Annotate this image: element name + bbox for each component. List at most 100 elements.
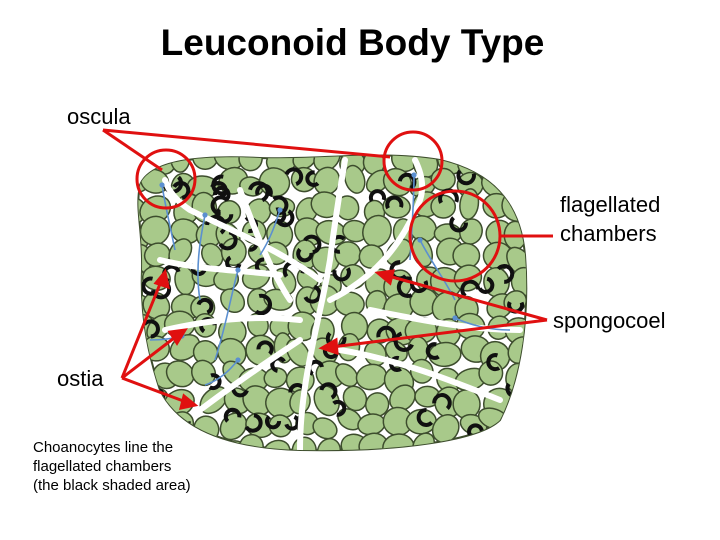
tissue-lobe <box>220 288 246 314</box>
tissue-lobe <box>342 385 368 412</box>
tissue-lobe <box>503 167 527 193</box>
choanocyte-chamber <box>275 208 295 228</box>
ostia-pointer-middle <box>121 333 179 380</box>
tissue-lobe <box>478 360 504 386</box>
water-flow-arrowhead <box>411 172 417 178</box>
canal <box>297 157 348 451</box>
choanocyte-chamber <box>255 183 273 202</box>
canal <box>337 347 503 403</box>
tissue-lobe <box>316 437 342 451</box>
choanocyte-chamber <box>456 165 476 186</box>
choanocyte-chamber <box>247 181 270 204</box>
tissue-lobe <box>165 360 195 388</box>
caption: Choanocytes line the flagellated chamber… <box>33 438 191 495</box>
spongocoel-pointer-upper <box>384 273 548 322</box>
tissue-lobe <box>344 164 366 194</box>
choanocyte-chamber <box>302 284 322 304</box>
spongocoel-arrowhead-lower <box>318 337 339 356</box>
oscula-circle-left <box>135 148 197 210</box>
tissue-lobe <box>268 414 293 438</box>
choanocyte-chamber <box>204 373 222 391</box>
ostia-pointer-upper <box>120 278 164 379</box>
choanocyte-chamber <box>250 293 273 316</box>
flagellated-label-line2: chambers <box>560 221 657 246</box>
spongocoel-label: spongocoel <box>553 308 666 333</box>
choanocyte-chamber <box>305 170 322 188</box>
flagellated-label-line1: flagellated <box>560 192 661 217</box>
water-flow-arrow <box>454 317 511 331</box>
choanocyte-chamber <box>416 408 436 427</box>
water-flow-arrow <box>197 214 206 301</box>
caption-line3: (the black shaded area) <box>33 477 191 494</box>
water-flow-arrowhead <box>277 207 283 213</box>
oscula-pointer-left <box>102 128 163 172</box>
flagellated-chambers-label: flagellated chambers <box>560 190 660 248</box>
tissue-lobe <box>313 155 341 172</box>
choanocyte-chamber <box>495 427 514 446</box>
tissue-lobe <box>335 363 359 388</box>
choanocyte-chamber <box>319 382 338 401</box>
sponge-body <box>137 154 528 452</box>
water-flow-arrow <box>214 269 239 361</box>
oscula-pointer-right <box>102 128 391 159</box>
tissue-lobe <box>507 336 527 364</box>
water-flow-arrow <box>161 184 176 251</box>
choanocyte-chamber <box>332 262 351 282</box>
water-flow-arrow <box>409 174 415 261</box>
choanocyte-chamber <box>210 195 231 216</box>
slide-title: Leuconoid Body Type <box>160 22 545 63</box>
water-flow-arrowhead <box>159 182 165 188</box>
choanocyte-chamber <box>196 297 214 316</box>
choanocyte-chamber <box>171 180 191 201</box>
water-flow-arrowhead <box>235 357 241 363</box>
choanocyte-chamber <box>269 207 287 224</box>
caption-line1: Choanocytes line the <box>33 439 174 456</box>
tissue-lobe <box>313 384 340 417</box>
tissue-lobe <box>430 194 457 219</box>
canal <box>157 257 283 278</box>
ostia-arrowhead-upper <box>153 268 170 290</box>
choanocyte-chamber <box>376 325 397 346</box>
canal <box>162 315 303 333</box>
ostia-arrowhead-lower <box>178 393 199 410</box>
water-flow-arrow <box>204 359 239 386</box>
choanocyte-chamber <box>486 353 505 372</box>
caption-line2: flagellated chambers <box>33 458 172 475</box>
choanocyte-chamber <box>449 213 468 233</box>
canal <box>197 337 303 413</box>
ostia-pointer-lower <box>121 376 187 404</box>
choanocyte-chamber <box>264 413 282 430</box>
tissue-lobe <box>139 215 171 246</box>
water-flow-arrowhead <box>452 315 458 321</box>
choanocyte-chamber <box>270 356 287 373</box>
spongocoel-arrowhead-upper <box>374 269 395 286</box>
ostia-arrowhead-middle <box>167 328 188 346</box>
canal <box>327 157 426 303</box>
choanocyte-chamber <box>410 275 429 294</box>
choanocyte-chamber <box>243 413 263 433</box>
choanocyte-chamber <box>329 399 347 417</box>
tissue-lobe <box>503 439 527 451</box>
tissue-lobe <box>262 439 291 451</box>
tissue-lobe <box>482 438 505 451</box>
tissue-lobe <box>201 242 224 268</box>
choanocyte-chamber <box>301 234 322 255</box>
choanocyte-chamber <box>432 393 452 413</box>
choanocyte-chamber <box>223 407 242 426</box>
tissue-mass <box>138 155 527 451</box>
oscula-label: oscula <box>67 104 131 129</box>
choanocyte-chamber <box>209 181 228 200</box>
ostia-label: ostia <box>57 366 104 391</box>
water-flow-arrows <box>149 172 511 386</box>
water-flow-arrowhead <box>417 237 423 243</box>
tissue-lobe <box>312 417 338 440</box>
oscula-circle-right <box>382 130 444 192</box>
choanocyte-chamber <box>256 340 274 358</box>
choanocyte-chamber <box>283 414 301 431</box>
tissue-lobe <box>431 414 460 444</box>
water-flow-arrowhead <box>202 212 208 218</box>
annotation-pointers <box>102 128 553 410</box>
tissue-lobe <box>292 155 318 170</box>
spongocoel-pointer-lower <box>331 318 548 349</box>
